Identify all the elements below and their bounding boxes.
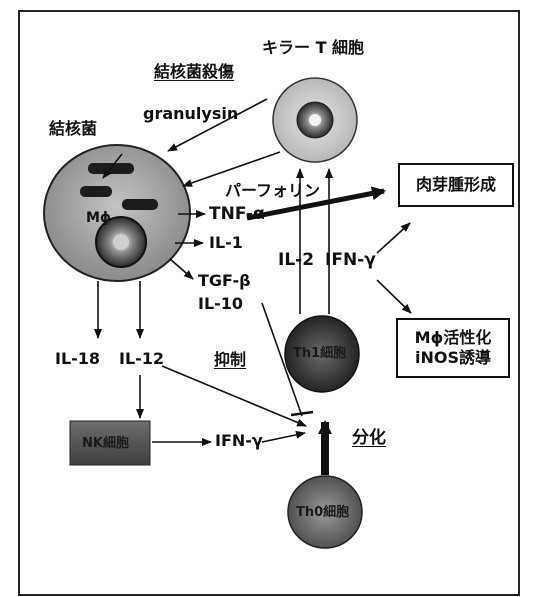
tb-bacterium-2 [80,186,112,197]
arrow-granulysin [167,98,268,152]
killer-t-cell [272,77,358,163]
label-suppression: 抑制 [214,350,247,369]
activation-box: Mϕ活性化 iNOS誘導 [396,318,510,378]
nk-cell-label: NK細胞 [82,436,129,451]
arrow-activation [376,279,412,314]
tb-bacterium-3 [122,199,158,210]
arrow-il12-th [161,365,307,427]
arrow-tgf [169,258,194,280]
activation-line1: Mϕ活性化 [414,328,492,347]
label-ifn-gamma-bottom: IFN-γ [215,431,263,450]
label-tb-bacteria: 結核菌 [49,119,98,138]
label-ifn-gamma-top: IFN-γ [325,250,376,270]
label-tnf-alpha: TNF-α [209,204,265,224]
granuloma-label: 肉芽腫形成 [415,175,496,194]
label-killer-t-cell: キラー T 細胞 [262,38,365,57]
arrow-perforin [182,151,281,187]
label-tgf-beta: TGF-β [198,271,251,290]
label-il-2: IL-2 [278,250,315,270]
arrow-tb-pointer [102,153,123,179]
inhibit-bar [290,410,314,417]
macrophage-cell [43,144,191,282]
th1-cell-label: Th1細胞 [293,346,347,361]
activation-line2: iNOS誘導 [414,348,491,367]
arrows [94,98,412,446]
label-il-12: IL-12 [119,349,165,368]
th0-cell [287,475,363,549]
label-perforin: パーフォリン [225,181,321,200]
label-differentiation: 分化 [352,428,386,448]
label-il-18: IL-18 [55,349,101,368]
th0-cell-label: Th0細胞 [296,505,350,520]
label-macrophage: Mϕ [86,210,112,226]
label-il-1: IL-1 [209,233,243,252]
th1-cell [284,315,360,393]
arrow-granuloma [376,222,411,254]
arrow-tnf-granuloma [246,186,386,221]
label-il-10: IL-10 [198,294,244,313]
nk-cell [69,420,151,466]
inhibit-line [261,302,303,417]
diagram-frame [18,10,520,596]
granuloma-box: 肉芽腫形成 [398,163,514,207]
label-killer-kill: 結核菌殺傷 [154,62,235,81]
arrow-ifn-th [261,430,306,443]
label-granulysin: granulysin [143,104,239,123]
